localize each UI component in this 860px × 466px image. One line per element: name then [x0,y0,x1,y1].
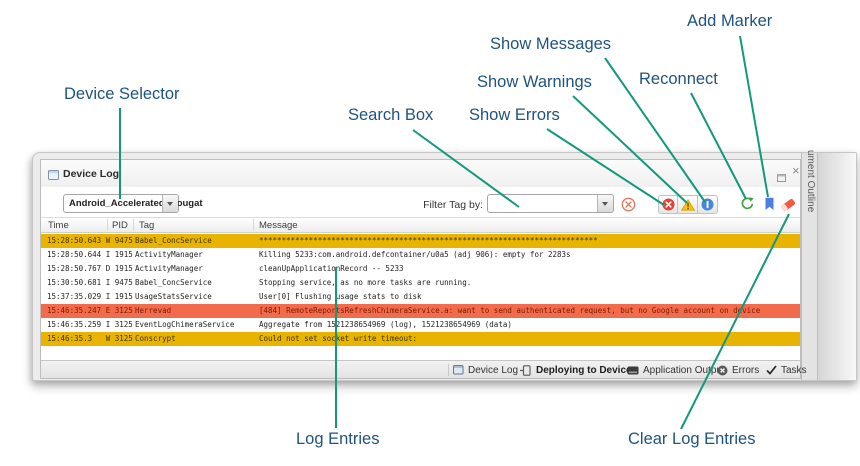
document-outline-label: ument Outline [805,150,816,213]
warning-triangle-icon [680,198,695,211]
add-marker-button[interactable] [764,197,775,216]
column-divider [107,219,108,231]
callout-show-messages: Show Messages [490,35,612,53]
chevron-down-icon [167,202,173,206]
refresh-arrow-icon [741,197,754,210]
reconnect-button[interactable] [740,196,755,216]
callout-search-box: Search Box [348,106,434,124]
filter-search-box[interactable] [487,194,614,213]
show-errors-button[interactable] [658,195,678,214]
callout-show-warnings: Show Warnings [477,73,592,91]
column-header-time[interactable]: Time [48,220,69,231]
column-divider [253,219,254,231]
callout-reconnect: Reconnect [639,70,718,88]
chevron-down-icon [602,202,608,206]
info-circle-icon [701,198,714,211]
tab-label: Application Output [643,364,725,376]
float-window-icon[interactable] [777,169,786,187]
tab-label: Tasks [781,364,807,376]
panel-title: Device Log [63,168,120,180]
show-messages-button[interactable] [698,195,718,214]
callout-add-marker: Add Marker [687,12,773,30]
callout-show-errors: Show Errors [469,106,560,124]
tab-deploying-to-device[interactable]: Deploying to Device [520,361,632,379]
callout-device-selector: Device Selector [64,85,180,103]
clear-filter-button[interactable] [621,197,636,217]
log-table-header: Time PID Tag Message [41,217,800,233]
tab-label: Errors [732,364,760,376]
panel-titlebar: Device Log × [41,160,800,187]
window-icon [453,365,464,375]
callout-clear-log-entries: Clear Log Entries [628,430,756,448]
close-icon[interactable]: × [792,163,800,178]
column-header-message[interactable]: Message [259,220,298,231]
tab-label: Device Log [468,364,519,376]
show-warnings-button[interactable] [678,195,698,214]
dropdown-arrow-button[interactable] [162,195,178,212]
tab-device-log[interactable]: Device Log [453,361,518,379]
combo-arrow-button[interactable] [597,195,613,212]
tab-application-output[interactable]: Application Output [627,361,725,379]
column-header-tag[interactable]: Tag [139,220,155,231]
callout-log-entries: Log Entries [296,430,380,448]
tab-errors[interactable]: Errors [717,361,759,379]
device-selector-dropdown[interactable]: Android_Accelerated_Nougat [63,194,203,213]
tab-tasks[interactable]: Tasks [766,361,807,379]
clear-log-entries-button[interactable] [780,196,798,217]
device-log-window-icon [48,168,60,186]
bookmark-flag-icon [765,197,774,210]
tab-label: Deploying to Device [536,364,632,376]
device-log-panel: Device Log × Android_Accelerated_Nougat … [40,159,807,379]
output-status-bar: Device Log Deploying to Device Applicati… [41,360,807,379]
phone-icon [520,364,531,376]
column-header-pid[interactable]: PID [112,220,128,231]
checkmark-icon [766,365,777,375]
eraser-icon [781,198,795,212]
column-divider [133,219,134,231]
log-level-toggle-group [658,195,718,214]
monitor-icon [627,366,639,374]
error-circle-icon [717,365,728,375]
document-outline-sidebar-tab[interactable] [801,153,818,380]
statusbar-divider [448,364,449,376]
device-selector-value: Android_Accelerated_Nougat [69,198,203,209]
window-background-fade [818,153,856,380]
error-circle-icon [662,198,674,211]
filter-tag-label: Filter Tag by: [423,199,483,211]
